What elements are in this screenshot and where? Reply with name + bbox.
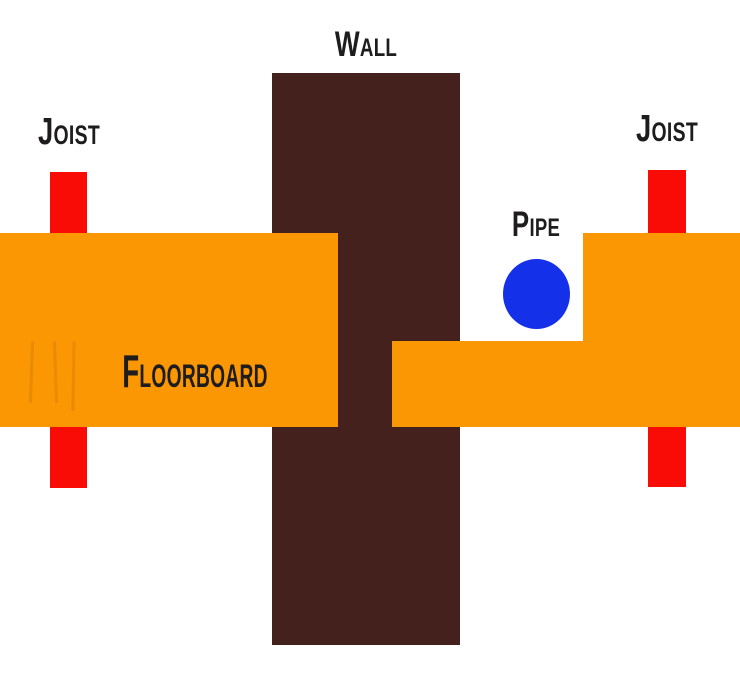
floorboard-label: Floorboard [122, 345, 268, 397]
right-floorboard-lower-shape [392, 341, 740, 427]
right-joist-label: Joist [636, 108, 698, 150]
left-joist-label: Joist [38, 111, 100, 153]
plank-grain-mark [28, 340, 35, 404]
plank-grain-mark [52, 340, 59, 404]
pipe-label: Pipe [511, 205, 561, 244]
wall-label: Wall [334, 25, 398, 64]
pipe-shape [503, 259, 570, 329]
left-floorboard-shape [0, 233, 338, 427]
plank-grain-mark [71, 340, 76, 412]
